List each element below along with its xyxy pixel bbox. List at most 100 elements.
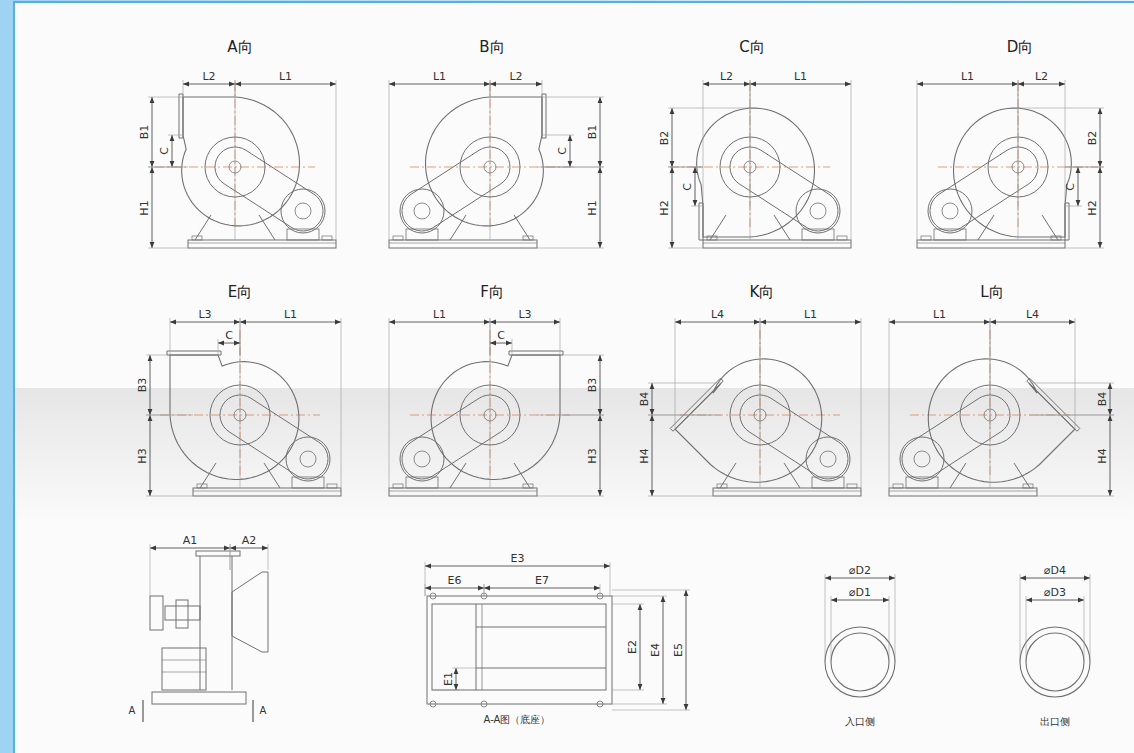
base-frame <box>389 491 537 492</box>
dimension-label: B3 <box>587 378 598 393</box>
dimension-line <box>389 322 490 323</box>
dimension-label: ⌀D1 <box>849 587 871 598</box>
fan-view <box>160 330 341 496</box>
base-foot <box>837 236 847 240</box>
motor-pulley <box>295 203 311 219</box>
dimension-label: H1 <box>139 200 150 215</box>
pedestal-leg <box>710 215 726 240</box>
outlet-flange <box>509 351 563 355</box>
extension-line <box>389 318 390 488</box>
dimension-line <box>230 548 268 549</box>
base-frame <box>432 604 606 690</box>
extension-line <box>240 339 241 355</box>
dimension-label: B4 <box>1097 392 1108 407</box>
extension-line <box>240 318 241 488</box>
extension-line <box>183 80 184 97</box>
motor-pulley <box>914 451 930 467</box>
motor-pulley <box>820 451 836 467</box>
extension-line <box>917 80 918 240</box>
pedestal-leg <box>264 463 280 488</box>
extension-line <box>1018 80 1019 206</box>
dimension-label: C <box>497 330 505 341</box>
dimension-label: H4 <box>1097 448 1108 463</box>
dimension-line <box>490 84 542 85</box>
extension-line <box>1075 318 1076 429</box>
dimension-label: E4 <box>650 643 661 657</box>
extension-line <box>648 415 713 416</box>
dimension-line <box>703 84 750 85</box>
dimension-label: A1 <box>183 535 198 546</box>
dimension-label: ⌀D3 <box>1044 587 1066 598</box>
extension-line <box>1026 596 1027 662</box>
dimension-label: L3 <box>518 309 531 320</box>
motor <box>928 189 972 233</box>
extension-line <box>668 108 750 109</box>
extension-line <box>484 584 485 596</box>
extension-line <box>537 496 604 497</box>
dimension-label: L2 <box>202 71 215 82</box>
bolt-hole <box>481 701 487 707</box>
extension-line <box>990 318 991 488</box>
base-frame <box>193 491 341 492</box>
extension-line <box>1018 80 1019 240</box>
flange-ring <box>1020 627 1090 697</box>
dimension-line <box>183 84 235 85</box>
motor <box>900 437 944 481</box>
outlet-flange <box>179 94 183 138</box>
extension-line <box>490 318 491 488</box>
motor <box>281 189 325 233</box>
extension-line <box>648 383 721 384</box>
dimension-line <box>675 322 760 323</box>
extension-line <box>612 596 667 597</box>
dimension-label: H1 <box>587 200 598 215</box>
extension-line <box>235 80 236 240</box>
dimension-line <box>672 108 673 167</box>
inlet-cone <box>232 572 268 652</box>
extension-line <box>490 318 491 355</box>
extension-line <box>1020 574 1021 662</box>
view-title: C向 <box>739 40 764 55</box>
extension-line <box>170 318 171 355</box>
extension-line <box>612 710 690 711</box>
extension-line <box>1065 167 1104 168</box>
base-frame <box>152 692 246 704</box>
base-foot <box>322 236 332 240</box>
dimension-label: B2 <box>659 130 670 145</box>
extension-line <box>675 318 676 429</box>
pedestal-leg <box>1042 215 1058 240</box>
motor <box>286 437 330 481</box>
dimension-line <box>152 167 153 248</box>
dimension-label: L1 <box>279 71 292 82</box>
extension-line <box>490 80 491 240</box>
extension-line <box>560 355 604 356</box>
dimension-label: E5 <box>673 643 684 657</box>
outlet-flange <box>1027 378 1080 431</box>
motor <box>400 189 444 233</box>
base-frame <box>193 488 341 496</box>
base-foot <box>893 484 903 488</box>
extension-line <box>1065 167 1104 168</box>
outlet-flange <box>670 378 723 431</box>
extension-line <box>484 584 485 596</box>
extension-line <box>831 596 832 662</box>
bolt-hole <box>430 593 436 599</box>
dimension-label: E6 <box>448 575 462 586</box>
dimension-line <box>831 600 889 601</box>
dimension-line <box>152 97 153 167</box>
fan-view <box>889 330 1080 496</box>
fan-housing <box>928 359 1075 482</box>
dimension-label: C <box>1065 183 1076 191</box>
base-frame <box>917 240 1065 248</box>
dimension-line <box>1110 383 1111 415</box>
dimension-label: H2 <box>659 200 670 215</box>
dimension-label: H3 <box>587 448 598 463</box>
dimension-label: L4 <box>711 309 724 320</box>
bearing-block <box>176 600 188 628</box>
extension-line <box>1065 206 1082 207</box>
dimension-label: E3 <box>511 553 525 564</box>
extension-line <box>1037 496 1114 497</box>
dimension-label: L1 <box>933 309 946 320</box>
dimension-label: L2 <box>1035 71 1048 82</box>
extension-line <box>889 596 890 662</box>
